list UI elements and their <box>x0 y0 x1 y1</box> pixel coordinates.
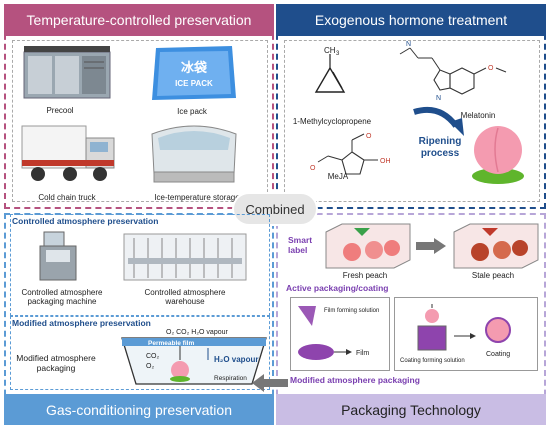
controlled-atm-title: Controlled atmosphere preservation <box>12 216 159 226</box>
film-panel <box>290 297 390 371</box>
transition-arrow <box>416 238 446 254</box>
coating-process-image: Coating forming solution Coating <box>400 304 511 364</box>
ice-pack-label: Ice pack <box>177 107 207 116</box>
film-solution-text: Film forming solution <box>324 308 379 314</box>
ripening-arrow <box>413 106 464 136</box>
map-packaging-title: Modified atmosphere packaging <box>290 375 420 385</box>
fresh-peach-label: Fresh peach <box>342 271 388 280</box>
map-gases-text: O₂ CO₂ H₂O vapour <box>166 329 229 336</box>
mcp-ch3-sub: 3 <box>336 51 340 57</box>
map-co2-text: CO₂ <box>146 353 160 360</box>
gas-title: Gas-conditioning preservation <box>46 401 232 418</box>
smart-label-title: Smart label <box>288 235 313 255</box>
svg-text:O: O <box>366 133 372 140</box>
ice-pack-image: 冰袋 ICE PACK <box>152 46 236 100</box>
ca-warehouse-label: Controlled atmosphere warehouse <box>144 288 226 307</box>
coating-text: Coating <box>486 351 510 358</box>
hormone-header: Exogenous hormone treatment <box>276 4 546 36</box>
ca-machine-image <box>39 231 77 281</box>
packaging-title: Packaging Technology <box>341 401 481 418</box>
ripening-label: Ripening process <box>418 136 462 159</box>
ice-pack-en-text: ICE PACK <box>175 79 213 88</box>
gas-header: Gas-conditioning preservation <box>4 394 274 425</box>
truck-label: Cold chain truck <box>38 193 96 202</box>
controlled-atm-box <box>10 214 270 316</box>
meja-structure: O O OH <box>310 133 391 175</box>
temperature-header: Temperature-controlled preservation <box>4 4 274 36</box>
ice-pack-cn-text: 冰袋 <box>181 60 208 75</box>
svg-text:N: N <box>406 41 411 48</box>
svg-text:N: N <box>436 95 441 102</box>
map-diagram: O₂ CO₂ H₂O vapour Permeable film CO₂ O₂ … <box>121 329 267 385</box>
fresh-peach-box <box>325 223 411 269</box>
combined-label: Combined <box>245 201 305 217</box>
stale-peach-label: Stale peach <box>471 271 515 280</box>
cold-chain-truck-image <box>21 125 115 181</box>
mcp-ch3-text: CH <box>324 46 336 55</box>
hormone-title: Exogenous hormone treatment <box>314 12 508 28</box>
packaging-header: Packaging Technology <box>276 394 546 425</box>
stale-peach-box <box>453 223 539 269</box>
temperature-title: Temperature-controlled preservation <box>26 12 252 28</box>
ca-warehouse-image <box>123 233 247 281</box>
coating-panel <box>394 297 538 371</box>
svg-text:OH: OH <box>380 158 391 165</box>
map-respiration-text: Respiration <box>214 375 247 382</box>
map-h2o-text: H₂O vapour <box>214 355 258 364</box>
precool-machine-image <box>23 46 111 99</box>
melatonin-label: Melatonin <box>460 111 496 120</box>
ripe-peach-image <box>472 126 524 184</box>
temperature-inner-box <box>12 40 268 202</box>
map-o2-text: O₂ <box>146 363 154 370</box>
map-to-gas-arrow <box>252 374 288 392</box>
modified-atm-title: Modified atmosphere preservation <box>12 318 151 328</box>
svg-text:O: O <box>310 165 316 172</box>
ca-machine-label: Controlled atmosphere packaging machine <box>21 288 103 307</box>
active-packaging-title: Active packaging/coating <box>286 283 389 293</box>
coating-solution-text: Coating forming solution <box>400 358 465 364</box>
mcp-structure: CH 3 <box>314 46 346 93</box>
modified-atm-box <box>10 316 270 390</box>
meja-label: MeJA <box>327 172 349 181</box>
svg-text:O: O <box>488 65 494 72</box>
precool-label: Precool <box>46 106 74 115</box>
permeable-film-text: Permeable film <box>148 340 194 347</box>
melatonin-structure: O N N <box>399 41 507 102</box>
film-text: Film <box>356 350 369 357</box>
hormone-inner-box <box>284 40 540 202</box>
film-process-image: Film forming solution Film <box>298 306 379 360</box>
storage-label: Ice-temperature storage <box>154 193 240 202</box>
mcp-label: 1-Methylcyclopropene <box>292 117 372 126</box>
ice-storage-image <box>151 125 237 183</box>
combined-badge: Combined <box>234 194 316 224</box>
map-left-label: Modified atmosphere packaging <box>16 353 96 373</box>
